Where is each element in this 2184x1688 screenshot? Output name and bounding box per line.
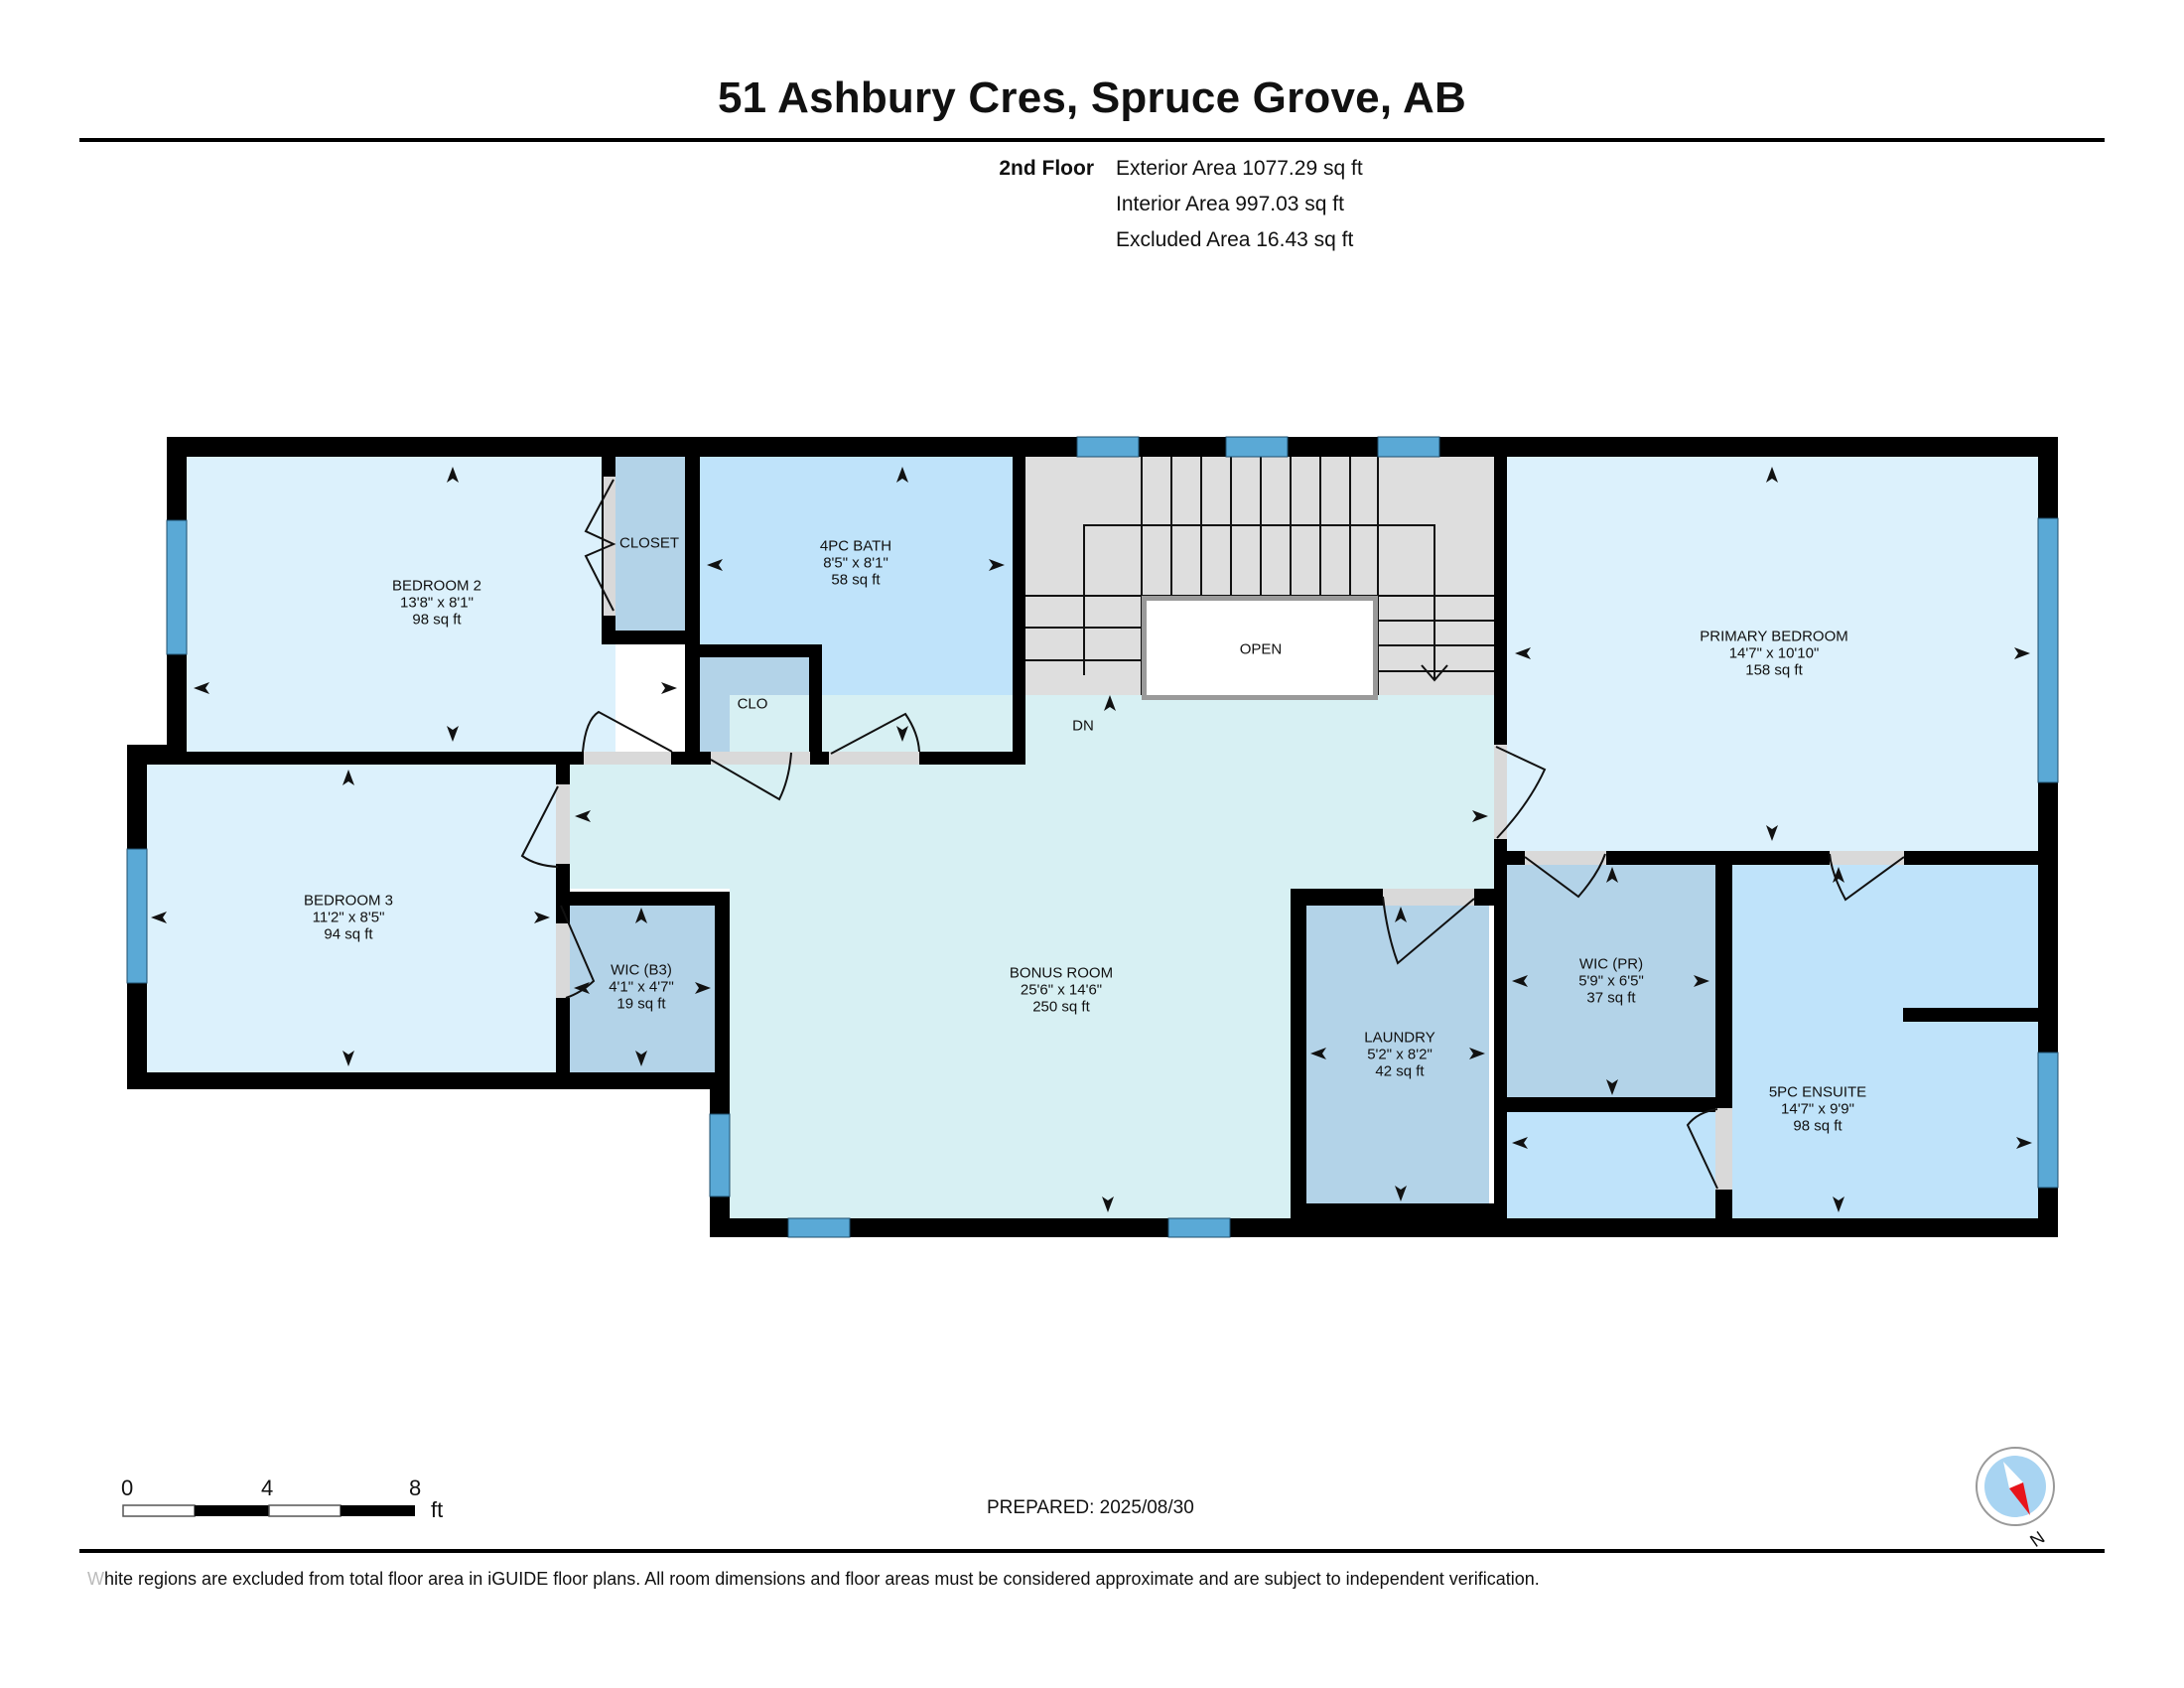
ensuite-floor — [1732, 865, 2038, 1218]
compass-icon — [1976, 1447, 2055, 1526]
laundry-floor — [1306, 906, 1489, 1203]
open-to-below — [1147, 601, 1373, 695]
room-name: LAUNDRY — [1364, 1029, 1435, 1047]
room-name: PRIMARY BEDROOM — [1700, 628, 1848, 645]
room-name: WIC (B3) — [611, 961, 672, 979]
room-bedroom-2: BEDROOM 2 13'8" x 8'1" 98 sq ft — [392, 578, 481, 629]
scale-unit: ft — [431, 1497, 444, 1522]
room-area: 19 sq ft — [616, 995, 666, 1013]
room-dimensions: 14'7" x 10'10" — [1728, 644, 1820, 662]
room-dimensions: 5'2" x 8'2" — [1367, 1046, 1433, 1063]
room-dimensions: 25'6" x 14'6" — [1020, 981, 1103, 999]
room-clo: CLO — [738, 696, 768, 713]
ensuite-closet-floor — [1507, 1112, 1715, 1218]
room-5pc-ensuite: 5PC ENSUITE 14'7" x 9'9" 98 sq ft — [1769, 1084, 1866, 1135]
scale-bar — [122, 1504, 415, 1517]
primary-bedroom-floor — [1507, 457, 2038, 851]
room-name: BEDROOM 2 — [391, 577, 482, 595]
room-dimensions: 4'1" x 4'7" — [609, 978, 674, 996]
room-name: WIC (PR) — [1578, 955, 1644, 973]
room-area: 58 sq ft — [831, 571, 881, 589]
disclaimer-text: hite regions are excluded from total flo… — [104, 1569, 1540, 1589]
bedroom-2-floor — [187, 457, 615, 752]
header-divider — [79, 138, 2105, 142]
dimension-arrows — [151, 467, 2032, 1212]
room-dimensions: 8'5" x 8'1" — [823, 554, 888, 572]
room-name: DN — [1072, 717, 1094, 735]
room-primary-bedroom: PRIMARY BEDROOM 14'7" x 10'10" 158 sq ft — [1700, 629, 1847, 679]
room-area: 250 sq ft — [1032, 998, 1090, 1016]
staircase — [1025, 457, 1494, 700]
wic-pr-floor — [1507, 865, 1715, 1097]
room-bonus-room: BONUS ROOM 25'6" x 14'6" 250 sq ft — [1010, 965, 1113, 1016]
room-dimensions: 13'8" x 8'1" — [400, 594, 474, 612]
walls — [127, 437, 2058, 1237]
room-name: CLO — [737, 695, 768, 713]
footer-divider — [79, 1549, 2105, 1553]
prepared-date: PREPARED: 2025/08/30 — [987, 1497, 1194, 1518]
room-name: 4PC BATH — [819, 537, 892, 555]
room-area: 94 sq ft — [324, 925, 373, 943]
room-area: 158 sq ft — [1745, 661, 1803, 679]
room-name: CLOSET — [618, 534, 680, 552]
wic-b3-floor — [566, 906, 715, 1072]
scale-tick-8: 8 — [409, 1476, 422, 1500]
room-dimensions: 5'9" x 6'5" — [1578, 972, 1644, 990]
exterior-area: Exterior Area 1077.29 sq ft — [1116, 157, 1363, 180]
room-area: 98 sq ft — [412, 611, 462, 629]
room-fills — [147, 457, 2038, 1218]
bonus-floor-stair-landing — [1025, 695, 1494, 894]
room-wic-pr: WIC (PR) 5'9" x 6'5" 37 sq ft — [1578, 956, 1644, 1007]
windows — [126, 436, 2059, 1238]
room-area: 37 sq ft — [1586, 989, 1636, 1007]
room-name: BEDROOM 3 — [303, 892, 394, 910]
room-name: OPEN — [1239, 640, 1283, 658]
floor-label: 2nd Floor — [999, 157, 1094, 180]
room-area: 42 sq ft — [1375, 1062, 1425, 1080]
room-closet: CLOSET — [619, 535, 679, 552]
disclaimer: White regions are excluded from total fl… — [87, 1569, 1540, 1590]
room-wic-b3: WIC (B3) 4'1" x 4'7" 19 sq ft — [609, 962, 674, 1013]
room-laundry: LAUNDRY 5'2" x 8'2" 42 sq ft — [1364, 1030, 1434, 1080]
room-4pc-bath: 4PC BATH 8'5" x 8'1" 58 sq ft — [820, 538, 891, 589]
interior-area: Interior Area 997.03 sq ft — [1116, 193, 1344, 215]
disclaimer-first-char: W — [87, 1569, 104, 1589]
room-bedroom-3: BEDROOM 3 11'2" x 8'5" 94 sq ft — [304, 893, 393, 943]
stairs-down-label: DN — [1072, 718, 1094, 735]
open-to-below-label: OPEN — [1240, 641, 1283, 658]
room-name: 5PC ENSUITE — [1768, 1083, 1867, 1101]
page-title: 51 Ashbury Cres, Spruce Grove, AB — [717, 73, 1467, 122]
room-dimensions: 14'7" x 9'9" — [1781, 1100, 1854, 1118]
scale-tick-4: 4 — [261, 1476, 274, 1500]
room-name: BONUS ROOM — [1009, 964, 1114, 982]
closet-floor — [615, 457, 685, 631]
room-area: 98 sq ft — [1793, 1117, 1843, 1135]
bedroom-3-floor — [147, 765, 556, 1072]
scale-tick-0: 0 — [121, 1476, 134, 1500]
excluded-area: Excluded Area 16.43 sq ft — [1116, 228, 1354, 251]
room-dimensions: 11'2" x 8'5" — [312, 909, 385, 926]
